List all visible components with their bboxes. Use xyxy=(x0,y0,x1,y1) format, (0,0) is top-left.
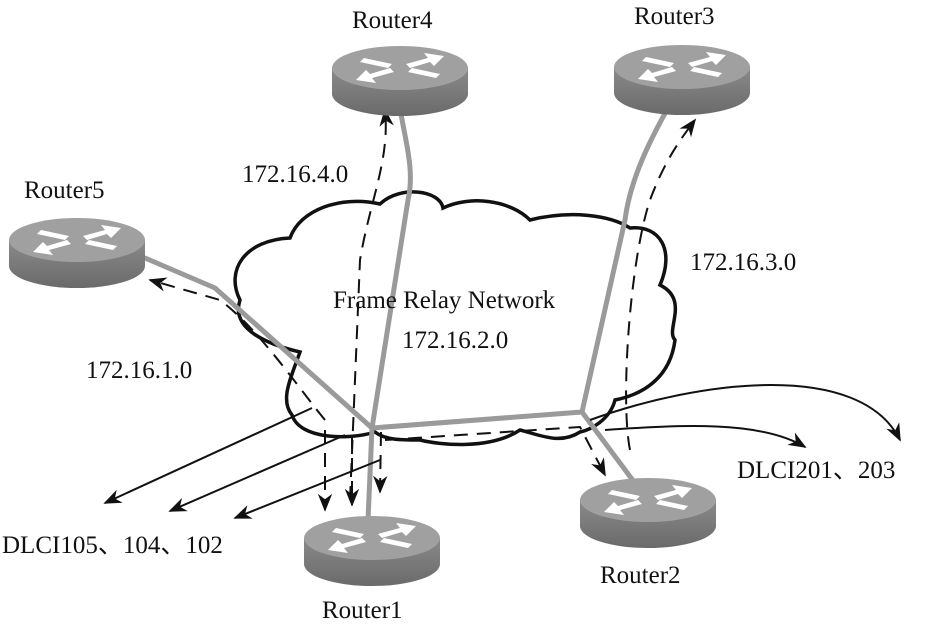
dlci-router1-label: DLCI105、104、102 xyxy=(2,532,223,559)
pvc-r5 xyxy=(142,255,375,431)
router5-label: Router5 xyxy=(24,177,105,204)
router4-icon[interactable] xyxy=(332,46,468,116)
pvc-r1 xyxy=(365,425,375,523)
pvc-hub xyxy=(369,409,585,431)
pvc-r4 xyxy=(369,105,413,431)
subnet-r5-label: 172.16.1.0 xyxy=(86,357,192,384)
dlci-arrows xyxy=(103,384,901,519)
router3-label: Router3 xyxy=(634,3,715,30)
subnet-r4-label: 172.16.4.0 xyxy=(242,161,348,188)
router4-label: Router4 xyxy=(352,7,433,34)
router3-icon[interactable] xyxy=(614,45,750,115)
subnet-r3-label: 172.16.3.0 xyxy=(690,249,796,276)
router5-icon[interactable] xyxy=(9,218,145,288)
frame-relay-cloud xyxy=(233,190,678,447)
pvc-lines xyxy=(142,105,671,523)
dlci-router2-label: DLCI201、203 xyxy=(737,457,895,484)
router2-label: Router2 xyxy=(600,562,681,589)
router1-icon[interactable] xyxy=(304,516,440,586)
cloud-label: Frame Relay Network xyxy=(333,287,556,314)
router1-label: Router1 xyxy=(322,597,403,624)
pvc-r3 xyxy=(579,105,671,415)
router2-icon[interactable] xyxy=(580,478,716,548)
pvc-r2 xyxy=(579,409,643,493)
cloud-subnet-label: 172.16.2.0 xyxy=(402,327,508,354)
